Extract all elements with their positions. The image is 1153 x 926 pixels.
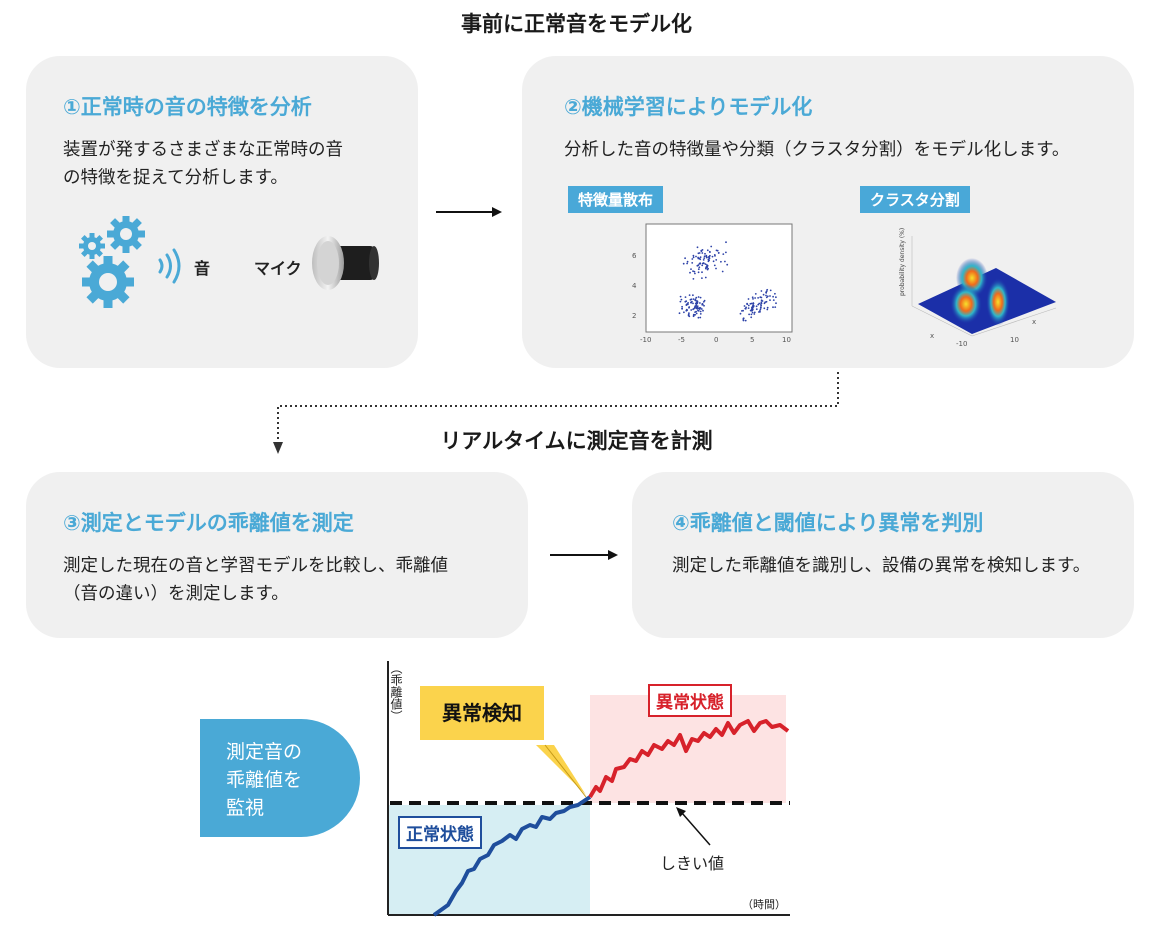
arrow-right-icon-2	[550, 550, 618, 560]
card-analysis-title: ①正常時の音の特徴を分析	[63, 95, 312, 119]
svg-text:6: 6	[632, 252, 637, 260]
detection-callout: 異常検知	[420, 686, 544, 740]
card-analysis-desc-2: の特徴を捉えて分析します。	[63, 168, 288, 188]
mic-label: マイク	[254, 259, 302, 278]
abnormal-series-line	[588, 719, 790, 799]
svg-text:10: 10	[1010, 336, 1019, 344]
microphone-icon	[312, 236, 379, 290]
tag-cluster: クラスタ分割	[860, 186, 970, 213]
svg-text:x: x	[930, 332, 934, 340]
svg-text:2: 2	[632, 312, 636, 320]
card-analysis-desc-1: 装置が発するさまざまな正常時の音	[63, 140, 343, 160]
mid-title: リアルタイムに測定音を計測	[440, 429, 713, 453]
normal-state-badge: 正常状態	[398, 816, 482, 849]
card-model: ②機械学習によりモデル化 分析した音の特徴量や分類（クラスタ分割）をモデル化しま…	[522, 56, 1134, 368]
svg-text:4: 4	[632, 282, 637, 290]
sound-wave-icon	[158, 248, 181, 284]
threshold-label: しきい値	[660, 854, 725, 873]
card-analysis: ①正常時の音の特徴を分析 装置が発するさまざまな正常時の音 の特徴を捉えて分析し…	[26, 56, 418, 368]
monitor-label-1: 測定音の	[226, 741, 303, 763]
gears-icon	[79, 216, 145, 308]
svg-text:x: x	[1032, 318, 1036, 326]
card-judge: ④乖離値と閾値により異常を判別 測定した乖離値を識別し、設備の異常を検知します。	[632, 472, 1134, 638]
svg-text:-10: -10	[640, 336, 651, 344]
abnormal-state-badge: 異常状態	[648, 684, 732, 717]
y-axis-label: （乖離値）	[389, 662, 403, 722]
normal-series-line	[432, 795, 592, 917]
top-title: 事前に正常音をモデル化	[461, 12, 692, 36]
card-measure-title: ③測定とモデルの乖離値を測定	[63, 511, 354, 535]
scatter-plot-icon: -10 -5 0 5 10 6 4 2	[632, 223, 793, 344]
card-model-title: ②機械学習によりモデル化	[564, 95, 813, 119]
tag-feature-scatter: 特徴量散布	[568, 186, 664, 213]
sound-label: 音	[194, 259, 211, 278]
card-measure-desc-1: 測定した現在の音と学習モデルを比較し、乖離値	[63, 556, 448, 576]
svg-text:0: 0	[714, 336, 718, 344]
arrow-right-icon	[436, 207, 502, 217]
monitor-label-box: 測定音の 乖離値を 監視	[200, 719, 360, 837]
card-judge-title: ④乖離値と閾値により異常を判別	[672, 511, 984, 535]
svg-text:probability density (%): probability density (%)	[899, 228, 906, 296]
card-measure-desc-2: （音の違い）を測定します。	[63, 584, 289, 604]
card-judge-desc: 測定した乖離値を識別し、設備の異常を検知します。	[672, 556, 1091, 576]
dotted-arrow-icon	[273, 372, 839, 454]
svg-text:10: 10	[782, 336, 791, 344]
card-measure: ③測定とモデルの乖離値を測定 測定した現在の音と学習モデルを比較し、乖離値 （音…	[26, 472, 528, 638]
cluster-3d-icon: probability density (%) x -10 10 x	[899, 228, 1057, 348]
monitor-label-2: 乖離値を	[226, 769, 303, 791]
monitor-label-3: 監視	[226, 797, 265, 819]
svg-text:-10: -10	[956, 340, 967, 348]
x-axis-label: （時間）	[742, 898, 786, 911]
card-model-desc: 分析した音の特徴量や分類（クラスタ分割）をモデル化します。	[564, 140, 1070, 160]
svg-text:-5: -5	[678, 336, 685, 344]
svg-text:5: 5	[750, 336, 754, 344]
